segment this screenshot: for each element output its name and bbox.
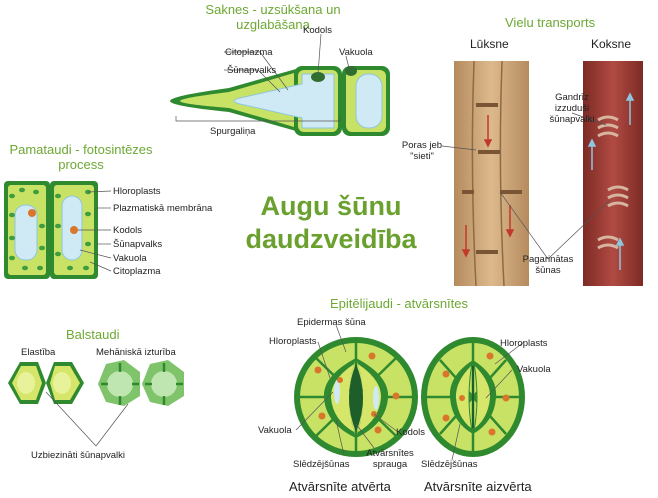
support-leader-lines — [45, 391, 129, 447]
xylem-tissue — [583, 61, 643, 286]
stoma-closed — [421, 337, 525, 457]
xylem-heading: Koksne — [591, 37, 632, 51]
photo-label-sunapvalks: Šūnapvalks — [113, 239, 163, 250]
elastic-cells — [8, 362, 84, 404]
support-label-uzbiezinati: Uzbiezināti šūnapvalki — [31, 450, 125, 461]
photo-label-kodols: Kodols — [113, 225, 143, 236]
epi-leader-lines — [295, 324, 525, 461]
root-label-kodols: Kodols — [303, 25, 333, 36]
support-title: Balstaudi — [66, 327, 120, 342]
photo-title-line2: process — [58, 157, 104, 172]
support-label-mehaniska: Mehāniskā izturība — [96, 347, 176, 358]
epi-label-epidermas: Epidermas šūna — [297, 317, 366, 328]
root-label-citoplazma: Citoplazma — [225, 47, 273, 58]
transport-title: Vielu transports — [505, 15, 596, 30]
photo-label-citoplazma: Citoplazma — [113, 266, 161, 277]
support-label-elastiba: Elastība — [21, 347, 56, 358]
epi-label-hloroplasts-right: Hloroplasts — [500, 338, 548, 349]
root-label-spurgalina: Spurgaliņa — [210, 126, 256, 137]
epi-label-sledzejsunas-right: Slēdzējšūnas — [421, 459, 478, 470]
epi-label-sledzejsunas-left: Slēdzējšūnas — [293, 459, 350, 470]
photo-leader-lines — [78, 190, 112, 272]
caption-open: Atvārsnīte atvērta — [289, 479, 391, 494]
photo-title: Pamataudi - fotosintēzes process — [1, 142, 161, 172]
transport-leader-lines — [441, 112, 611, 260]
photo-title-line1: Pamataudi - fotosintēzes — [9, 142, 153, 157]
epi-label-vakuola-right: Vakuola — [517, 364, 551, 375]
root-hair-cell — [170, 66, 390, 136]
transport-label-pagarinatas: Pagarinātas šūnas — [522, 254, 574, 276]
epi-title: Epitēlijaudi - atvārsnītes — [330, 296, 469, 311]
main-title-line1: Augu šūnu — [260, 191, 402, 221]
root-leader-lines — [175, 33, 351, 122]
phloem-heading: Lūksne — [470, 37, 509, 51]
photo-label-plazmatiska: Plazmatiskā membrāna — [113, 203, 213, 214]
epi-label-hloroplasts-left: Hloroplasts — [269, 336, 317, 347]
epi-label-vakuola-left: Vakuola — [258, 425, 292, 436]
xylem-label-gandriz: Gandrīz izzuduši šūnapvalki — [549, 92, 595, 125]
root-label-vakuola: Vakuola — [339, 47, 373, 58]
caption-closed: Atvārsnīte aizvērta — [424, 479, 532, 494]
epi-label-atvarsnites-sprauga: Atvārsnītes sprauga — [366, 448, 414, 470]
root-title-line1: Saknes - uzsūkšana un — [205, 2, 341, 17]
main-title: Augu šūnu daudzveidība — [236, 190, 426, 256]
phloem-tissue — [454, 60, 529, 287]
mechanical-cells — [98, 360, 184, 406]
main-title-line2: daudzveidība — [245, 224, 417, 254]
epi-label-kodols: Kodols — [396, 427, 426, 438]
root-title-line2: uzglabāšana — [236, 17, 310, 32]
photosynthesis-cells — [4, 181, 98, 279]
stoma-open — [294, 337, 418, 457]
photo-label-vakuola: Vakuola — [113, 253, 147, 264]
phloem-label-poras: Poras jeb "sieti" — [401, 140, 443, 162]
root-title: Saknes - uzsūkšana un uzglabāšana — [198, 2, 348, 32]
root-label-sunapvalks: Šūnapvalks — [227, 65, 277, 76]
photo-label-hloroplasts: Hloroplasts — [113, 186, 161, 197]
